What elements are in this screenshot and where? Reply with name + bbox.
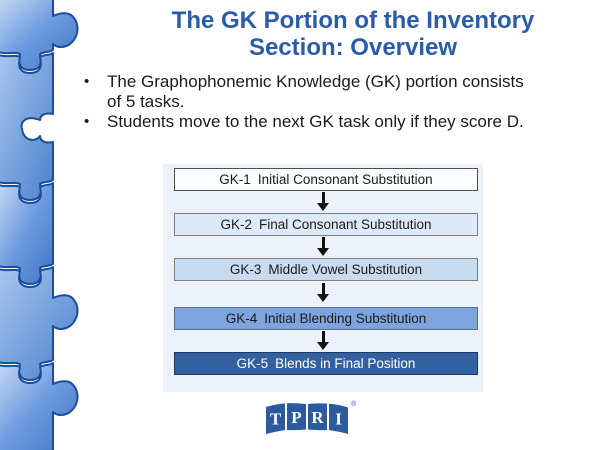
flow-box-gk-2: GK-2 Final Consonant Substitution bbox=[174, 213, 478, 236]
arrow-head bbox=[317, 342, 329, 350]
bullet-text-line: of 5 tasks. bbox=[107, 92, 185, 111]
flowchart-panel: GK-1 Initial Consonant Substitution GK-2… bbox=[163, 164, 483, 392]
puzzle-piece bbox=[0, 52, 54, 201]
arrow-stem bbox=[321, 331, 325, 342]
down-arrow-icon bbox=[163, 192, 483, 211]
flow-box-title: Initial Consonant Substitution bbox=[257, 172, 433, 187]
flow-box-title: Initial Blending Substitution bbox=[264, 311, 427, 326]
arrow-head bbox=[317, 294, 329, 302]
tpri-logo: T P R I ® bbox=[266, 400, 357, 434]
flow-box-gk-1: GK-1 Initial Consonant Substitution bbox=[174, 168, 478, 191]
puzzle-piece bbox=[0, 0, 79, 71]
slide-title: The GK Portion of the Inventory Section:… bbox=[103, 7, 600, 61]
registered-mark: ® bbox=[351, 400, 357, 408]
logo-tile bbox=[308, 403, 327, 431]
flow-box-code: GK-4 bbox=[225, 311, 258, 326]
flow-box-code: GK-2 bbox=[220, 217, 252, 232]
down-arrow-icon bbox=[163, 283, 483, 302]
down-arrow-icon bbox=[163, 331, 483, 350]
arrow-stem bbox=[321, 283, 325, 294]
bullet-text: Students move to the next GK task only i… bbox=[107, 112, 524, 131]
logo-letter: P bbox=[291, 408, 301, 427]
flow-box-gk-4: GK-4 Initial Blending Substitution bbox=[174, 307, 478, 330]
down-arrow-icon bbox=[163, 237, 483, 256]
bullet-text: The Graphophonemic Knowledge (GK) portio… bbox=[107, 72, 589, 112]
bullet-item: • Students move to the next GK task only… bbox=[84, 112, 589, 132]
bullet-marker-icon: • bbox=[84, 113, 90, 130]
bullet-item: • The Graphophonemic Knowledge (GK) port… bbox=[84, 72, 589, 112]
title-line-2: Section: Overview bbox=[248, 34, 458, 61]
flow-box-gk-5: GK-5 Blends in Final Position bbox=[174, 352, 478, 375]
logo-letter: I bbox=[335, 410, 342, 429]
arrow-head bbox=[317, 248, 329, 256]
arrow-head bbox=[317, 203, 329, 211]
bullet-text-line: The Graphophonemic Knowledge (GK) portio… bbox=[107, 72, 524, 91]
flow-box-title: Middle Vowel Substitution bbox=[268, 262, 423, 277]
puzzle-piece bbox=[0, 266, 79, 381]
arrow-stem bbox=[321, 192, 325, 203]
flow-box-title: Blends in Final Position bbox=[275, 356, 416, 371]
bullet-marker-icon: • bbox=[84, 73, 90, 90]
bullet-list: • The Graphophonemic Knowledge (GK) port… bbox=[84, 72, 589, 132]
flow-box-code: GK-3 bbox=[229, 262, 262, 277]
puzzle-piece bbox=[0, 362, 79, 450]
logo-tile bbox=[287, 403, 306, 431]
logo-letter: T bbox=[270, 410, 282, 429]
logo-letter: R bbox=[311, 408, 324, 427]
arrow-stem bbox=[321, 237, 325, 248]
flow-box-gk-3: GK-3 Middle Vowel Substitution bbox=[174, 258, 478, 281]
flow-box-title: Final Consonant Substitution bbox=[258, 217, 432, 232]
puzzle-pieces-decoration bbox=[0, 0, 79, 450]
logo-tile bbox=[329, 403, 348, 434]
flow-box-code: GK-5 bbox=[236, 356, 269, 371]
logo-tile bbox=[266, 403, 285, 434]
title-line-1: The GK Portion of the Inventory bbox=[171, 7, 535, 34]
flow-box-code: GK-1 bbox=[219, 172, 251, 187]
